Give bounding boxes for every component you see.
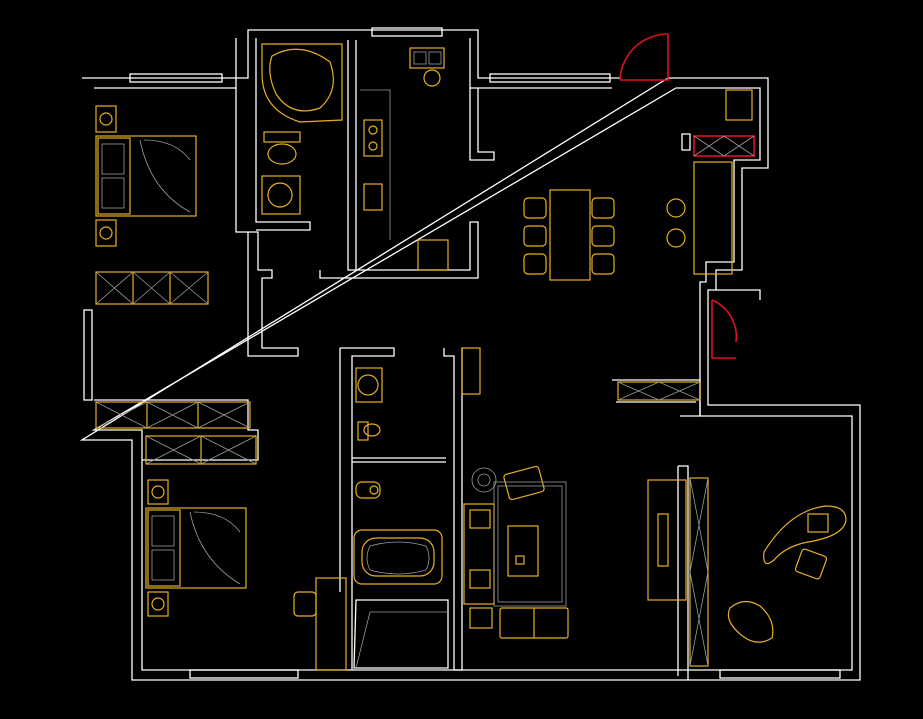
bedroom-2-bed xyxy=(145,507,247,589)
bar-stools xyxy=(666,198,686,248)
curved-desk xyxy=(763,505,847,565)
bedroom-1-nightstand-bottom xyxy=(95,219,117,247)
guest-basin xyxy=(355,367,383,403)
armchair xyxy=(503,465,545,501)
entrance-door xyxy=(619,33,669,81)
bookshelf xyxy=(647,479,687,601)
bedroom-2-cabinet xyxy=(145,435,257,465)
tv-cabinet xyxy=(463,503,495,605)
corridor-cabinet xyxy=(617,381,701,401)
shower-area xyxy=(353,599,449,669)
bedroom-1-nightstand-top xyxy=(95,105,117,133)
sofa xyxy=(499,607,569,639)
fridge xyxy=(417,239,449,271)
side-table-top xyxy=(471,467,497,493)
entry-appliance xyxy=(725,89,753,121)
study-tall-cabinet xyxy=(689,477,709,667)
desk-chair xyxy=(794,548,828,580)
side-table-bottom xyxy=(469,607,493,629)
side-door xyxy=(711,299,738,359)
entry-shoe-cabinet xyxy=(693,135,755,157)
dining-table xyxy=(549,189,591,281)
bar-counter xyxy=(693,161,733,275)
dining-chairs xyxy=(523,197,615,275)
kitchen-counter xyxy=(360,89,391,240)
guest-bathtub xyxy=(353,529,443,585)
master-basin xyxy=(261,175,301,215)
bedroom-1-wardrobe xyxy=(95,271,209,305)
lounge-chair xyxy=(727,600,774,643)
hall-cabinet xyxy=(461,347,481,395)
corner-bathtub xyxy=(261,43,343,123)
bedroom-2-nightstands xyxy=(147,479,169,617)
coffee-table xyxy=(507,525,539,577)
bedroom-2-desk xyxy=(293,577,347,671)
bedroom-2-wardrobe xyxy=(95,401,251,429)
bidet xyxy=(355,481,381,499)
bedroom-1-bed xyxy=(95,135,197,217)
kitchen-sink xyxy=(409,47,445,87)
guest-toilet xyxy=(357,421,381,441)
master-toilet xyxy=(263,131,301,165)
living-rug xyxy=(493,481,567,607)
exterior-walls xyxy=(79,27,861,681)
